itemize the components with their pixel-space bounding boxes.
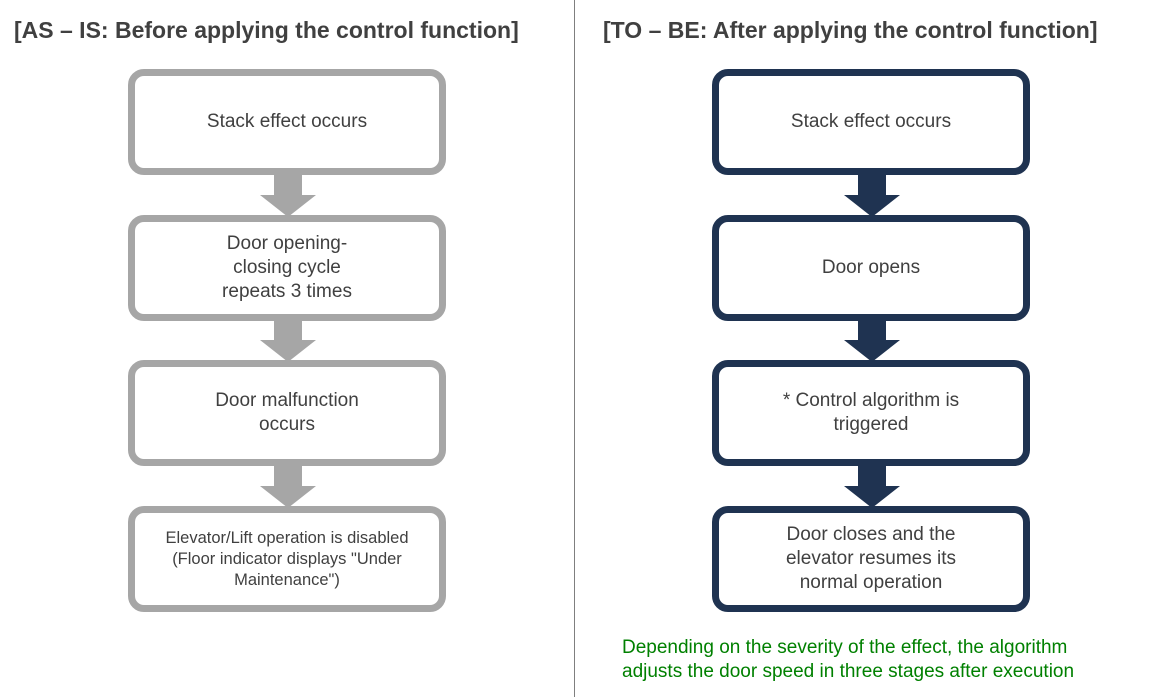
step-text-line: Door opens xyxy=(821,257,921,278)
note-line: adjusts the door speed in three stages a… xyxy=(622,661,1075,682)
to-be-arrow-2 xyxy=(844,320,900,362)
step-text-line: (Floor indicator displays "Under xyxy=(172,549,402,568)
as-is-arrow-2 xyxy=(260,320,316,362)
to-be-arrow-1 xyxy=(844,175,900,217)
step-text-line: occurs xyxy=(259,414,315,435)
step-text-line: Door opening- xyxy=(226,233,348,254)
step-text-line: normal operation xyxy=(799,572,943,593)
step-text-line: triggered xyxy=(833,414,909,435)
column-divider xyxy=(574,0,575,697)
to-be-step-stack-effect: Stack effect occurs xyxy=(712,69,1030,175)
step-text-line: Maintenance") xyxy=(234,570,340,589)
to-be-step-door-closes: Door closes and the elevator resumes its… xyxy=(712,506,1030,612)
as-is-step-door-cycle: Door opening- closing cycle repeats 3 ti… xyxy=(128,215,446,321)
note-line: Depending on the severity of the effect,… xyxy=(622,637,1068,658)
step-text-line: Door closes and the xyxy=(786,524,956,545)
as-is-step-operation-disabled: Elevator/Lift operation is disabled (Flo… xyxy=(128,506,446,612)
step-text-line: Door malfunction xyxy=(215,390,359,411)
to-be-arrow-3 xyxy=(844,466,900,508)
to-be-note: Depending on the severity of the effect,… xyxy=(622,636,1074,684)
step-text-line: repeats 3 times xyxy=(222,281,352,302)
as-is-arrow-3 xyxy=(260,466,316,508)
step-text-line: Elevator/Lift operation is disabled xyxy=(165,528,409,547)
as-is-step-malfunction: Door malfunction occurs xyxy=(128,360,446,466)
step-text-line: closing cycle xyxy=(233,257,341,278)
step-text-line: Stack effect occurs xyxy=(790,111,952,132)
step-text-line: * Control algorithm is xyxy=(782,390,960,411)
as-is-step-stack-effect: Stack effect occurs xyxy=(128,69,446,175)
as-is-arrow-1 xyxy=(260,175,316,217)
to-be-step-door-opens: Door opens xyxy=(712,215,1030,321)
to-be-title: [TO – BE: After applying the control fun… xyxy=(603,17,1098,43)
as-is-title: [AS – IS: Before applying the control fu… xyxy=(14,17,519,43)
step-text-line: Stack effect occurs xyxy=(206,111,368,132)
step-text-line: elevator resumes its xyxy=(785,548,956,569)
to-be-step-algorithm-triggered: * Control algorithm is triggered xyxy=(712,360,1030,466)
